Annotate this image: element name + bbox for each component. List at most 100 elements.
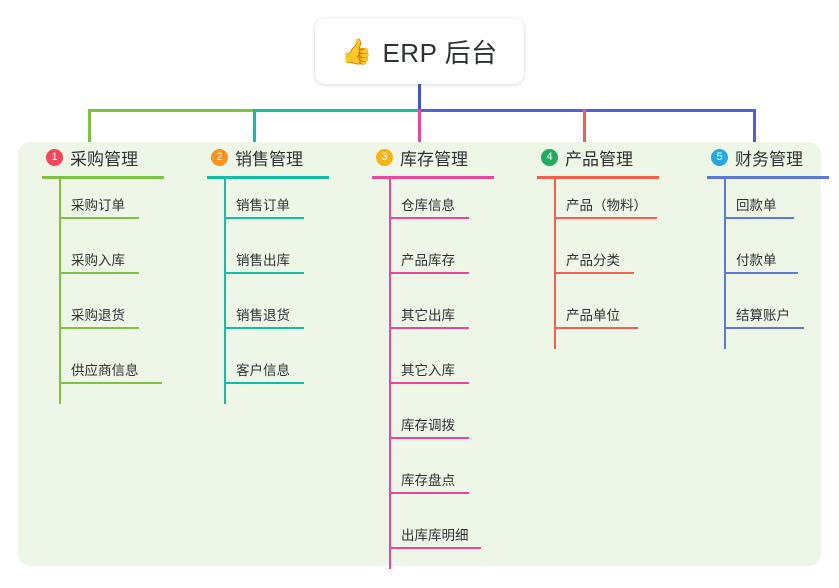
number-badge-inventory: 3 [376,148,393,166]
leaf-node-rule [389,437,469,439]
column-header-finance[interactable]: 5 财务管理 [707,142,829,172]
connector-drop-product [583,109,586,144]
column-header-product[interactable]: 4 产品管理 [537,142,659,172]
leaf-node-rule [389,547,481,549]
leaf-node-label: 仓库信息 [401,198,455,213]
column-header-inventory[interactable]: 3 库存管理 [372,142,494,172]
column-title-purchase: 采购管理 [70,149,138,169]
column-purchase[interactable]: 1 采购管理采购订单采购入库采购退货供应商信息 [42,142,164,404]
connector-root-drop [418,84,421,112]
leaf-node-rule [224,217,304,219]
leaf-node-label: 付款单 [736,253,777,268]
leaf-node-rule [224,272,304,274]
leaf-node-label: 客户信息 [236,363,290,378]
column-spine-product [554,179,556,349]
leaf-node-rule [59,217,139,219]
number-badge-sales: 2 [211,148,228,166]
connector-segment-purple [419,109,755,112]
leaf-node[interactable]: 采购退货 [59,305,139,329]
leaf-node-rule [389,492,469,494]
leaf-node-label: 销售退货 [236,308,290,323]
leaf-node-rule [724,217,794,219]
column-spine-finance [724,179,726,349]
leaf-node[interactable]: 供应商信息 [59,360,162,384]
leaf-node-rule [224,382,304,384]
leaf-node-label: 其它入库 [401,363,455,378]
leaf-node[interactable]: 产品（物料） [554,195,657,219]
leaf-node[interactable]: 其它出库 [389,305,469,329]
connector-drop-inventory [418,109,421,144]
column-rule-product [537,176,659,179]
column-finance[interactable]: 5 财务管理回款单付款单结算账户 [707,142,829,349]
leaf-node[interactable]: 产品库存 [389,250,469,274]
column-rule-purchase [42,176,164,179]
leaf-node-rule [389,217,469,219]
column-header-purchase[interactable]: 1 采购管理 [42,142,164,172]
leaf-node[interactable]: 销售订单 [224,195,304,219]
column-title-inventory: 库存管理 [400,149,468,169]
leaf-node-rule [554,217,657,219]
number-badge-finance: 5 [711,148,728,166]
root-node-title: ERP 后台 [382,37,498,68]
column-spine-purchase [59,179,61,404]
leaf-node[interactable]: 付款单 [724,250,798,274]
number-badge-product: 4 [541,148,558,166]
leaf-node-label: 产品单位 [566,308,620,323]
connector-segment-green [88,109,254,112]
leaf-node[interactable]: 结算账户 [724,305,804,329]
leaf-node-rule [554,272,634,274]
leaf-node[interactable]: 产品单位 [554,305,638,329]
leaf-node-label: 销售出库 [236,253,290,268]
column-product[interactable]: 4 产品管理产品（物料） 产品分类产品单位 [537,142,659,349]
leaf-node[interactable]: 库存盘点 [389,470,469,494]
column-title-product: 产品管理 [565,149,633,169]
leaf-node-rule [59,272,139,274]
root-node-erp-backend[interactable]: 👍 ERP 后台 [315,18,524,84]
number-badge-purchase: 1 [46,148,63,166]
column-inventory[interactable]: 3 库存管理仓库信息产品库存其它出库其它入库库存调拨库存盘点出库库明细 [372,142,494,569]
column-spine-inventory [389,179,391,569]
connector-drop-finance [753,109,756,144]
column-rule-inventory [372,176,494,179]
leaf-node-label: 出库库明细 [401,528,469,543]
leaf-node-label: 销售订单 [236,198,290,213]
leaf-node-rule [724,327,804,329]
leaf-node[interactable]: 销售出库 [224,250,304,274]
leaf-node-label: 结算账户 [736,308,790,323]
thumbs-up-icon: 👍 [341,37,373,66]
connector-segment-teal [254,109,419,112]
leaf-node[interactable]: 产品分类 [554,250,634,274]
leaf-node-label: 回款单 [736,198,777,213]
leaf-node-rule [224,327,304,329]
leaf-node-label: 产品库存 [401,253,455,268]
leaf-node[interactable]: 出库库明细 [389,525,481,549]
column-rule-sales [207,176,329,179]
leaf-node-label: 库存调拨 [401,418,455,433]
leaf-node-label: 采购退货 [71,308,125,323]
leaf-node-rule [724,272,798,274]
leaf-node[interactable]: 采购订单 [59,195,139,219]
leaf-node[interactable]: 客户信息 [224,360,304,384]
leaf-node-rule [59,382,162,384]
leaf-node-rule [59,327,139,329]
leaf-node[interactable]: 仓库信息 [389,195,469,219]
leaf-node[interactable]: 其它入库 [389,360,469,384]
column-spine-sales [224,179,226,404]
leaf-node-rule [389,382,469,384]
leaf-node[interactable]: 回款单 [724,195,794,219]
leaf-node-label: 库存盘点 [401,473,455,488]
column-title-finance: 财务管理 [735,149,803,169]
leaf-node[interactable]: 库存调拨 [389,415,469,439]
leaf-node[interactable]: 采购入库 [59,250,139,274]
leaf-node-label: 采购订单 [71,198,125,213]
leaf-node-label: 产品分类 [566,253,620,268]
leaf-node-rule [554,327,638,329]
leaf-node-label: 产品（物料） [566,198,647,213]
leaf-node[interactable]: 销售退货 [224,305,304,329]
column-rule-finance [707,176,829,179]
leaf-node-rule [389,272,469,274]
leaf-node-label: 供应商信息 [71,363,139,378]
